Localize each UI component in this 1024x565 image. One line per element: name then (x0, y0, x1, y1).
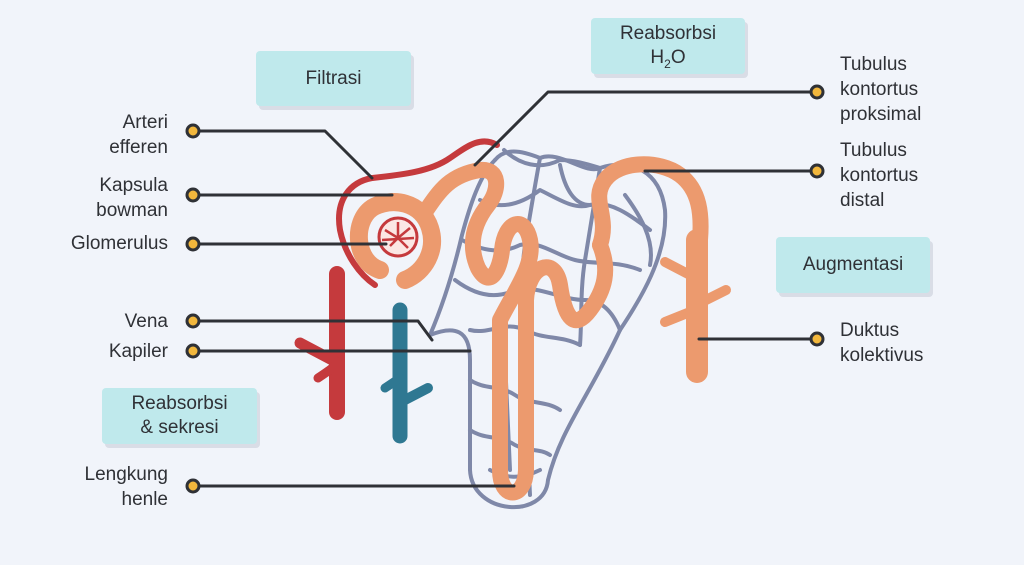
vein-vessel (380, 302, 433, 444)
label-kapiler: Kapiler (108, 341, 168, 362)
pointer-arteri-efferen (191, 129, 374, 180)
augmentasi-text: Augmentasi (802, 254, 904, 275)
label-arteri-efferen: Arteri efferen (109, 112, 168, 158)
proximal-tubule-and-henle (417, 156, 709, 501)
label-glomerulus: Glomerulus (70, 233, 168, 254)
pointer-lines (191, 90, 819, 488)
reabsorbsi-h2o-box: Reabsorbsi H2O (591, 18, 745, 74)
pointer-dots (185, 84, 825, 494)
h2o-formula: H2O (650, 47, 686, 71)
dot-lengkung-henle (185, 478, 201, 494)
label-kapsula-bowman: Kapsula bowman (96, 175, 168, 221)
dot-arteri-efferen (185, 123, 201, 139)
reabsorbsi-h2o-text: Reabsorbsi (619, 23, 717, 44)
reabsorbsi-sekresi-line1: Reabsorbsi (131, 393, 228, 414)
dot-tubulus-distal (809, 163, 825, 179)
dot-vena (185, 313, 201, 329)
reabsorbsi-sekresi-box: Reabsorbsi & sekresi (102, 388, 257, 444)
dot-duktus-kolektivus (809, 331, 825, 347)
collecting-duct (660, 229, 731, 383)
dot-tubulus-proksimal (809, 84, 825, 100)
reabsorbsi-sekresi-line2: & sekresi (140, 417, 219, 438)
dot-kapsula-bowman (185, 187, 201, 203)
label-lengkung-henle: Lengkung henle (84, 464, 168, 510)
pointer-tubulus-proksimal (473, 90, 819, 167)
artery-vessel (294, 266, 345, 420)
pointer-vena (191, 319, 434, 342)
augmentasi-box: Augmentasi (776, 237, 930, 293)
filtrasi-box: Filtrasi (256, 51, 411, 106)
dot-glomerulus (185, 236, 201, 252)
glomerulus-tuft (377, 216, 419, 258)
label-duktus-kolektivus: Duktus kolektivus (840, 320, 924, 366)
capillary-network (428, 148, 668, 510)
label-tubulus-proksimal: Tubulus kontortus proksimal (840, 54, 922, 125)
label-vena: Vena (124, 311, 168, 332)
dot-kapiler (185, 343, 201, 359)
label-tubulus-distal: Tubulus kontortus distal (840, 140, 919, 211)
filtrasi-text: Filtrasi (305, 67, 362, 89)
